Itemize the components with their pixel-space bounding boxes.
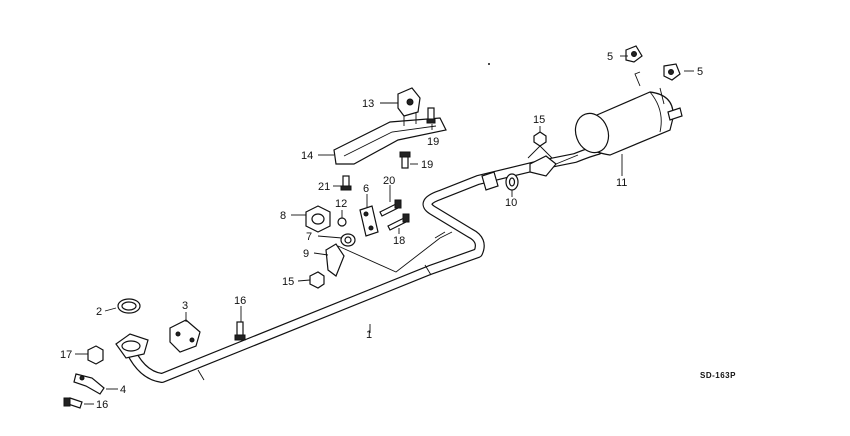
hanger-13 [397,87,421,126]
label-4: 4 [120,384,126,396]
leader-lines [75,55,694,405]
label-7: 7 [306,231,312,243]
label-1: 1 [366,329,372,341]
clamp-4 [73,373,105,395]
label-18: 18 [393,235,405,247]
label-21: 21 [318,181,330,193]
collar-7 [340,233,356,247]
gasket-10 [505,173,519,191]
silencer-11 [529,71,683,177]
plate-6 [359,205,379,237]
pipe-hanger [337,171,499,273]
label-16b: 16 [96,399,108,411]
bolt-16-upper [234,321,246,341]
bracket-14 [333,117,447,165]
label-5a: 5 [607,51,613,63]
label-12: 12 [335,198,347,210]
label-2: 2 [96,306,102,318]
label-20: 20 [383,175,395,187]
bolt-21 [340,175,352,191]
stay-9 [325,243,345,277]
label-9: 9 [303,248,309,260]
label-11: 11 [616,177,627,189]
bolt-19-upper [426,107,436,124]
gasket-2 [117,298,141,314]
front-flange [115,333,149,359]
label-17: 17 [60,349,72,361]
label-13: 13 [362,98,374,110]
rubber-mount-5b [663,63,681,81]
diagram-code: SD-163P [700,371,736,380]
bushing-12 [337,217,347,227]
bolt-16-lower [63,397,83,409]
bolt-18 [387,213,410,231]
rubber-mount-5a [625,45,643,63]
label-15a: 15 [533,114,545,126]
nut-17 [87,345,104,365]
rubber-8 [305,205,331,233]
callout-labels: 1 2 3 4 5 5 6 7 8 9 10 11 12 13 14 15 15… [60,51,736,411]
label-19b: 19 [421,159,433,171]
label-19a: 19 [427,136,439,148]
speck-mark [488,63,490,65]
label-3: 3 [182,300,188,312]
label-15b: 15 [282,276,294,288]
exhaust-pipe-1 [123,145,603,383]
bolt-20 [379,199,402,217]
label-5b: 5 [697,66,703,78]
label-6: 6 [363,183,369,195]
nut-15-upper [533,131,547,147]
bolt-19-lower [399,151,411,169]
nut-15-lower [309,271,325,289]
label-14: 14 [301,150,313,162]
label-8: 8 [280,210,286,222]
bracket-3 [169,319,201,353]
label-10: 10 [505,197,517,209]
label-16a: 16 [234,295,246,307]
